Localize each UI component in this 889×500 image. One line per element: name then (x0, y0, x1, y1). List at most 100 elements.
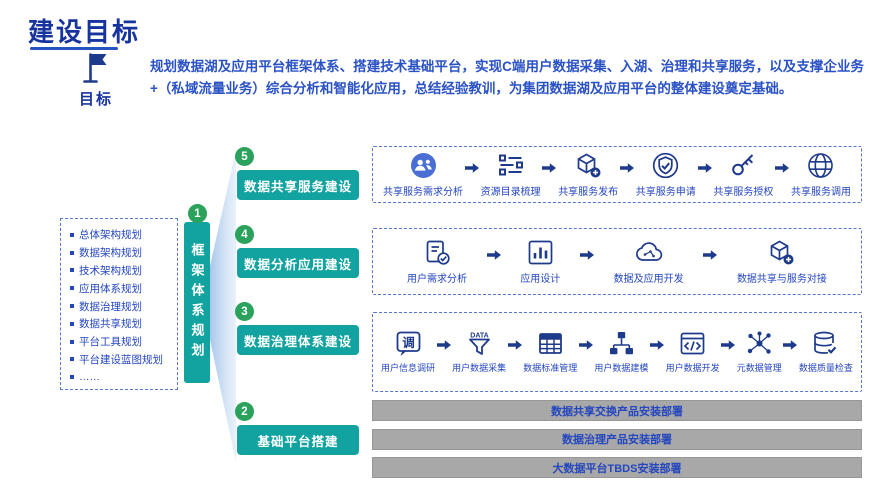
plan-item-label: 技术架构规划 (79, 264, 142, 277)
key-icon (730, 152, 757, 179)
goal-text: 规划数据湖及应用平台框架体系、搭建技术基础平台，实现C端用户数据采集、入湖、治理… (150, 59, 864, 96)
stage-label-box: 基础平台搭建 (237, 425, 359, 455)
share-users-icon (410, 152, 437, 179)
plan-item-label: 平台建设蓝图规划 (79, 353, 163, 366)
plan-item-label: 平台工具规划 (79, 336, 142, 349)
title-underline (30, 47, 118, 50)
flow-step: 共享服务发布 (558, 152, 618, 198)
plan-item-label: 数据治理规划 (79, 300, 142, 313)
framework-label-box: 框架体系规划 (184, 222, 210, 383)
step-label: 用户数据开发 (665, 363, 720, 373)
page-title: 建设目标 (28, 17, 141, 47)
flow-step: 用户数据建模 (594, 330, 648, 374)
plan-list-item: 数据共享规划 (70, 315, 173, 333)
bullet-icon (70, 357, 74, 362)
step-label: 共享服务申请 (635, 186, 696, 198)
arrow-right-icon (721, 340, 736, 364)
flow-step: 资源目录梳理 (481, 152, 541, 198)
db-check-icon (812, 330, 839, 357)
step-label: 资源目录梳理 (480, 186, 541, 198)
step-label: 共享服务授权 (713, 186, 774, 198)
cube-link-icon (768, 239, 795, 266)
bullet-icon (70, 304, 74, 309)
arrow-right-icon (775, 162, 790, 187)
plan-item-label: …… (79, 371, 100, 384)
code-icon (679, 330, 706, 357)
bullet-icon (70, 250, 74, 255)
svg-text:DATA: DATA (470, 333, 488, 340)
plan-item-label: 总体架构规划 (79, 229, 142, 242)
plan-list-item: 技术架构规划 (70, 262, 173, 280)
arrow-right-icon (542, 162, 557, 187)
arrow-right-icon (436, 340, 451, 364)
stage-number-badge: 4 (235, 225, 254, 244)
plan-item-label: 数据共享规划 (79, 318, 142, 331)
stage-label-box: 数据共享服务建设 (237, 170, 359, 200)
flow-step: 数据及应用开发 (614, 239, 684, 285)
bullet-icon (70, 286, 74, 291)
plan-list-item: 平台建设蓝图规划 (70, 351, 173, 369)
flow-step: 用户需求分析 (407, 239, 467, 285)
arrow-right-icon (697, 162, 712, 187)
step-label: 数据共享与服务对接 (736, 273, 827, 285)
plan-list-item: 应用体系规划 (70, 279, 173, 297)
step-label: 数据标准管理 (523, 363, 578, 373)
flow-step: 数据标准管理 (523, 330, 577, 374)
flow-step: 共享服务授权 (713, 152, 773, 198)
step-label: 共享服务需求分析 (383, 186, 463, 198)
step-label: 用户信息调研 (381, 363, 436, 373)
plan-list-item: 数据治理规划 (70, 297, 173, 315)
flow-step: 共享服务调用 (791, 152, 851, 198)
plan-list-item: 平台工具规划 (70, 333, 173, 351)
cube-publish-icon (575, 152, 602, 179)
deploy-bar: 数据治理产品安装部署 (372, 428, 862, 450)
globe-icon (807, 152, 834, 179)
data-funnel-icon: DATA (466, 330, 493, 357)
svg-text:调: 调 (402, 336, 415, 350)
step-label: 共享服务发布 (558, 186, 619, 198)
stage-number-badge: 3 (235, 302, 254, 321)
chart-icon (527, 239, 554, 266)
arrow-right-icon (619, 162, 634, 187)
model-icon (608, 330, 635, 357)
flag-icon (80, 50, 112, 91)
step-label: 数据及应用开发 (613, 273, 684, 285)
stage-number-badge: 5 (235, 147, 254, 166)
flow-step: 数据共享与服务对接 (737, 239, 827, 285)
flow-step: 共享服务需求分析 (383, 152, 463, 198)
deploy-bar: 数据共享交换产品安装部署 (372, 400, 862, 421)
arrow-right-icon (486, 249, 501, 274)
bullet-icon (70, 321, 74, 326)
stage-number-badge: 1 (188, 204, 207, 223)
plan-list-item: 总体架构规划 (70, 226, 173, 244)
plan-list-item: …… (70, 368, 173, 386)
badge-check-icon (652, 152, 679, 179)
step-label: 用户数据建模 (594, 363, 649, 373)
plan-item-label: 数据架构规划 (79, 247, 142, 260)
deploy-bar: 大数据平台TBDS安装部署 (372, 457, 862, 478)
arrow-right-icon (464, 162, 479, 187)
step-label: 数据质量检查 (798, 363, 853, 373)
bullet-icon (70, 268, 74, 273)
step-label: 元数据管理 (736, 363, 782, 373)
goal-label: 目标 (78, 91, 113, 108)
survey-icon: 调 (395, 330, 422, 357)
arrow-right-icon (650, 340, 664, 364)
flow-step: 应用设计 (520, 239, 560, 285)
flow-panel: 共享服务需求分析 资源目录梳理 共享服务发布 共享服务申请 共享服务授权 共享服务调用 (372, 146, 862, 203)
planning-list-panel: 总体架构规划数据架构规划技术架构规划应用体系规划数据治理规划数据共享规划平台工具… (60, 218, 178, 390)
cloud-icon (634, 239, 664, 266)
arrow-right-icon (783, 340, 798, 364)
plan-list-item: 数据架构规划 (70, 244, 173, 262)
step-label: 应用设计 (520, 273, 561, 285)
doc-check-icon (424, 239, 451, 266)
arrow-right-icon (579, 249, 594, 274)
step-label: 共享服务调用 (790, 186, 851, 198)
table-icon (537, 330, 564, 357)
bullet-icon (70, 339, 74, 344)
flow-step: 共享服务申请 (636, 152, 696, 198)
